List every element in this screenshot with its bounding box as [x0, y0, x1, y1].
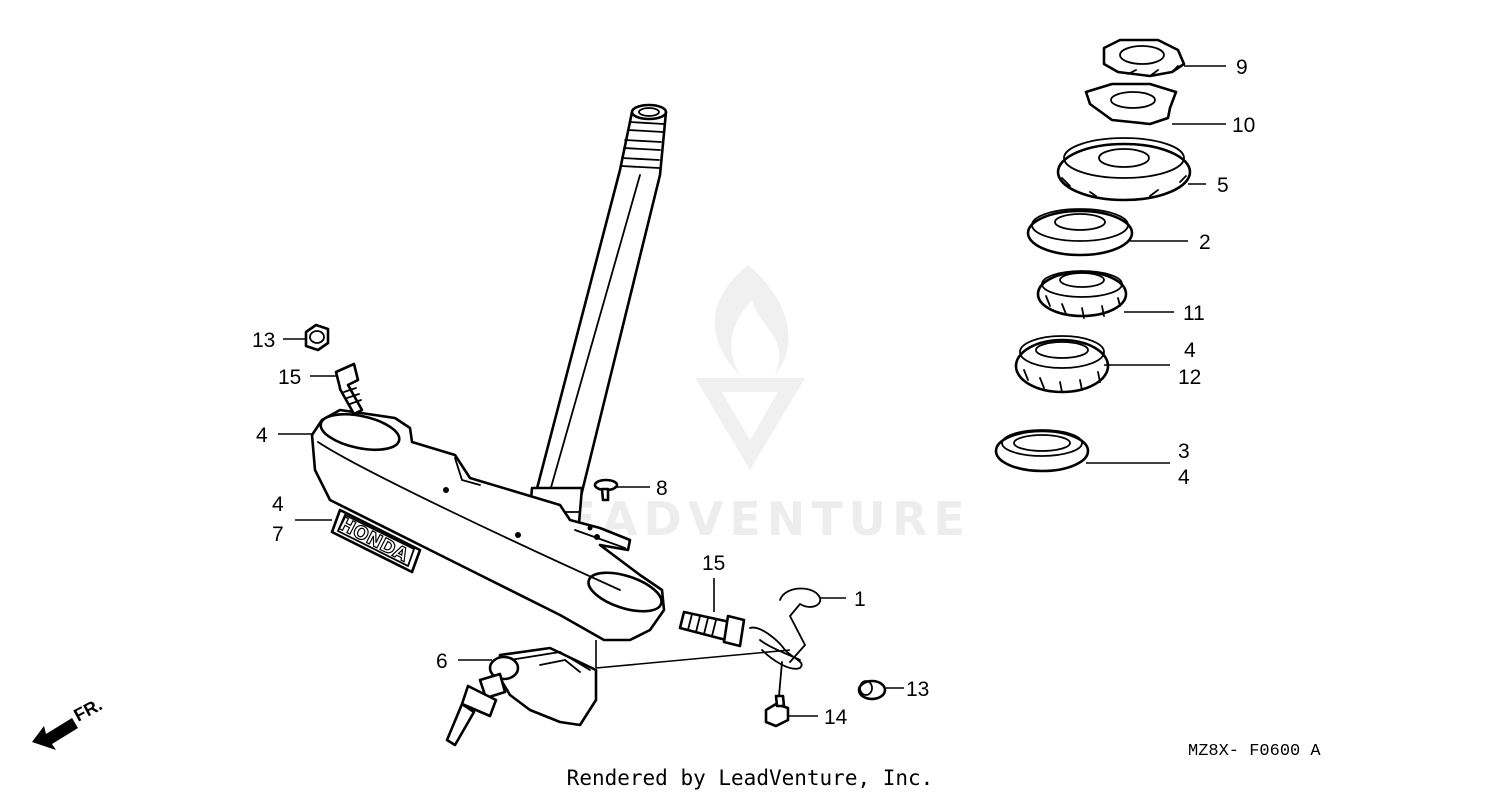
- cap-13-bottom: [857, 679, 887, 701]
- steering-stem: [526, 103, 668, 537]
- callout-8: 8: [656, 477, 668, 500]
- lower-seal-3: [994, 429, 1090, 473]
- bottom-bridge: [310, 408, 666, 642]
- v-logo-icon: [695, 378, 805, 470]
- callout-11: 11: [1183, 302, 1205, 325]
- wire-clamp-1: [749, 587, 822, 670]
- callout-6: 6: [436, 650, 448, 673]
- callout-15-bottom: 15: [702, 552, 725, 575]
- callout-4b: 4: [1178, 466, 1190, 489]
- callout-15-top: 15: [278, 366, 301, 389]
- front-direction-indicator: FR.: [32, 694, 105, 750]
- callout-4a: 4: [1184, 339, 1196, 362]
- callout-10: 10: [1232, 114, 1255, 137]
- lock-washer-10: [1084, 82, 1178, 126]
- callout-1: 1: [854, 588, 866, 611]
- callout-14: 14: [824, 706, 848, 729]
- callout-12: 12: [1178, 366, 1201, 389]
- assembly-lines: [595, 640, 791, 669]
- front-arrow-icon: [32, 718, 78, 750]
- screw-8: [593, 478, 619, 502]
- callout-7: 7: [272, 523, 284, 546]
- callout-2: 2: [1199, 231, 1211, 254]
- bolt-15-top: [334, 362, 364, 416]
- callout-13-top: 13: [252, 329, 275, 352]
- callout-labels: 9 10 5 2 11 4 12 3 4 13 15 4 4 7 8 15 1 …: [252, 56, 1255, 729]
- dust-seal-2: [1026, 208, 1134, 257]
- flame-logo-icon: [714, 265, 789, 375]
- screw-14: [764, 661, 790, 728]
- callout-5: 5: [1217, 174, 1229, 197]
- front-label: FR.: [70, 694, 105, 725]
- nut-13-top: [304, 323, 330, 352]
- lock-nut-9: [1102, 38, 1186, 78]
- callout-4-bridge: 4: [256, 424, 268, 447]
- callout-9: 9: [1236, 56, 1248, 79]
- callout-13-bottom: 13: [906, 678, 929, 701]
- render-credit: Rendered by LeadVenture, Inc.: [567, 766, 934, 790]
- callout-4c: 4: [272, 493, 284, 516]
- steering-lock-6: [445, 646, 598, 747]
- leader-lines: [278, 65, 1226, 717]
- adjusting-nut-5: [1056, 137, 1192, 202]
- bearing-race-12: [1014, 335, 1110, 394]
- bearing-11: [1036, 270, 1128, 319]
- callout-3: 3: [1178, 440, 1190, 463]
- bolt-15-bottom: [678, 610, 746, 648]
- diagram-code: MZ8X- F0600 A: [1188, 742, 1321, 761]
